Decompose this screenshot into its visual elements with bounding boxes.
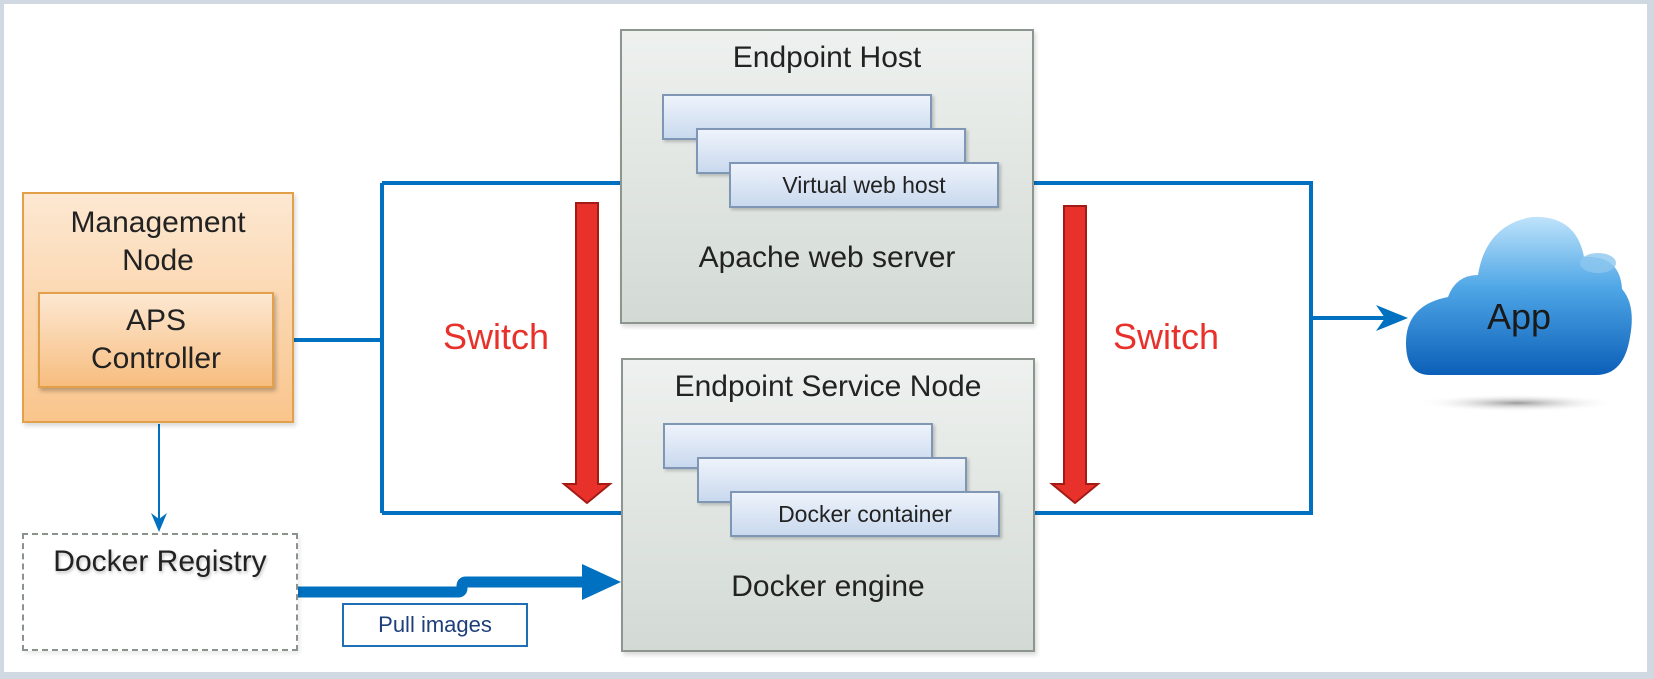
docker-engine-label: Docker engine xyxy=(731,570,925,603)
arrow-to-app xyxy=(1376,305,1408,331)
pull-images-label: Pull images xyxy=(342,603,528,647)
arrow-pull-images xyxy=(582,564,621,600)
apache-web-server-label: Apache web server xyxy=(698,241,956,274)
endpoint-host: Endpoint Host Virtual web host Apache we… xyxy=(620,29,1034,324)
docker-registry-title: Docker Registry xyxy=(53,545,267,578)
switch-arrow-right xyxy=(1049,205,1101,505)
connector-pull-images xyxy=(298,576,590,598)
endpoint-host-title: Endpoint Host xyxy=(732,41,922,74)
arrow-to-registry xyxy=(151,513,167,532)
aps-controller-line1: APS xyxy=(125,304,187,337)
docker-container: Docker container xyxy=(730,491,1000,537)
endpoint-service-node-title: Endpoint Service Node xyxy=(674,370,982,403)
connector-virtual-web-host-to-right xyxy=(995,181,1313,515)
management-node-title-line1: Management xyxy=(70,206,246,239)
docker-registry: Docker Registry xyxy=(22,533,298,651)
switch-arrow-left xyxy=(561,202,613,505)
cloud-icon xyxy=(1406,216,1632,412)
virtual-web-host: Virtual web host xyxy=(729,162,999,208)
switch-label-right: Switch xyxy=(1113,316,1220,357)
endpoint-service-node: Endpoint Service Node Docker container D… xyxy=(621,358,1035,652)
app-label: App xyxy=(1487,296,1552,337)
aps-controller-line2: Controller xyxy=(90,342,222,375)
management-node-title-line2: Node xyxy=(122,244,194,277)
aps-controller: APS Controller xyxy=(38,292,274,388)
switch-label-left: Switch xyxy=(443,316,550,357)
